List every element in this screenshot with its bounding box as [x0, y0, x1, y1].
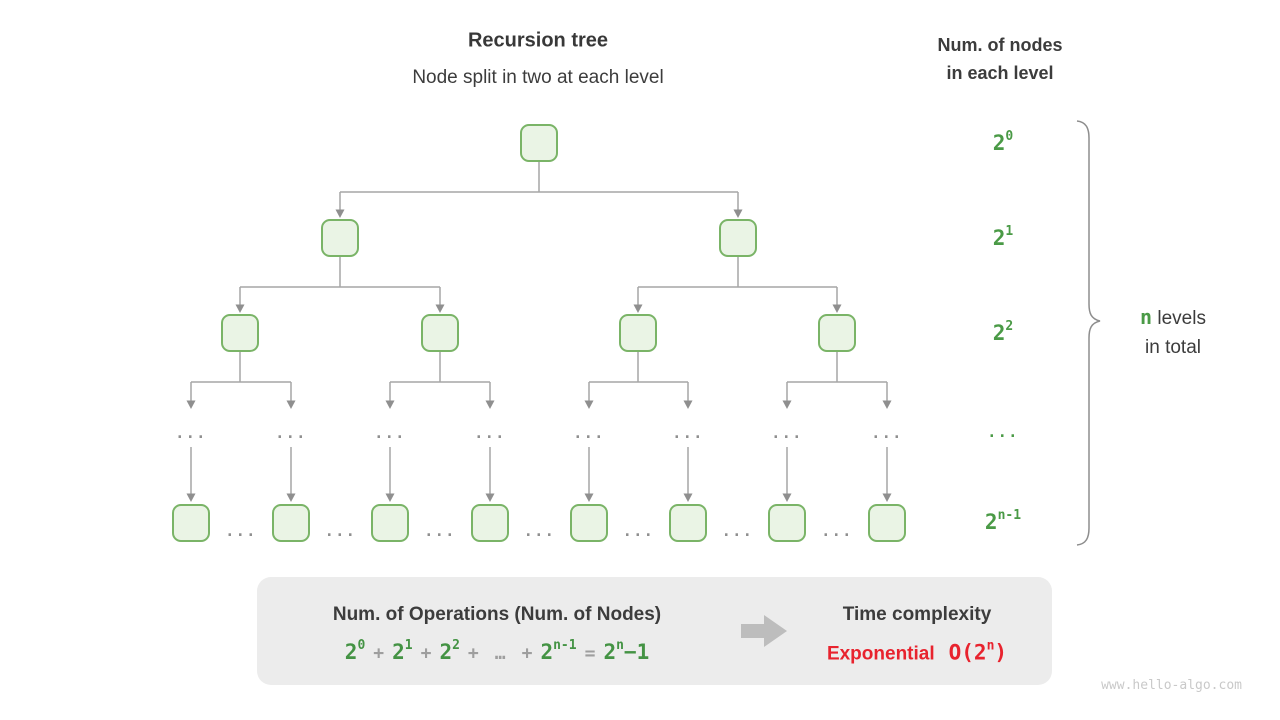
tree-node [768, 504, 806, 542]
tree-node [172, 504, 210, 542]
result-term: 2n−1 [603, 638, 650, 664]
term-2-1: 21 [392, 638, 413, 664]
operations-formula: 20+21+22+…+2n-1=2n−1 [344, 638, 650, 664]
level-label-2-n-1: 2n-1 [984, 508, 1022, 534]
diagram-subtitle: Node split in two at each level [412, 67, 664, 88]
tree-node [471, 504, 509, 542]
ellipsis: ... [821, 522, 853, 540]
tree-node [619, 314, 657, 352]
level-label-2-0: 20 [992, 129, 1014, 155]
watermark: www.hello-algo.com [1101, 678, 1242, 693]
term-2-2: 22 [439, 638, 460, 664]
tree-node [818, 314, 856, 352]
tree-node [719, 219, 757, 257]
tree-node [520, 124, 558, 162]
time-complexity-title: Time complexity [842, 604, 992, 625]
diagram-title: Recursion tree [467, 29, 609, 52]
summary-box: Num. of Operations (Num. of Nodes) 20+21… [257, 577, 1052, 685]
level-label-ellipsis: ... [987, 423, 1019, 441]
right-arrow-icon [741, 615, 787, 647]
term-2-n-1: 2n-1 [540, 638, 577, 664]
levels-in-total-label: n levels in total [1140, 305, 1206, 358]
ellipsis: ... [622, 522, 655, 540]
tree-node [421, 314, 459, 352]
term-2-0: 20 [344, 638, 366, 664]
operations-title: Num. of Operations (Num. of Nodes) [332, 604, 662, 625]
nodes-per-level-header-line1: Num. of nodes [937, 35, 1063, 55]
nodes-per-level-header: Num. of nodes in each level [938, 31, 1063, 87]
complexity-value: Exponential O(2n) [826, 638, 1008, 666]
ellipsis: ... [474, 424, 506, 442]
tree-node [371, 504, 409, 542]
tree-node [321, 219, 359, 257]
ellipsis: ... [324, 522, 357, 540]
ellipsis: ... [672, 424, 704, 442]
tree-node [669, 504, 707, 542]
complexity-name: Exponential [826, 643, 935, 665]
big-o-notation: O(2n) [948, 638, 1008, 665]
ellipsis: ... [225, 522, 257, 540]
ellipsis: ... [275, 424, 307, 442]
tree-node [868, 504, 906, 542]
ellipsis: ... [523, 522, 556, 540]
level-label-2-2: 22 [992, 319, 1014, 345]
level-label-2-1: 21 [992, 224, 1014, 250]
n-symbol: n [1140, 305, 1153, 329]
ellipsis: ... [424, 522, 456, 540]
ellipsis: ... [871, 424, 903, 442]
ellipsis: ... [721, 522, 754, 540]
tree-node [221, 314, 259, 352]
ellipsis: ... [771, 424, 803, 442]
tree-node [272, 504, 310, 542]
tree-node [570, 504, 608, 542]
ellipsis: ... [175, 424, 207, 442]
nodes-per-level-header-line2: in each level [946, 63, 1054, 83]
ellipsis: ... [573, 424, 605, 442]
ellipsis: ... [374, 424, 406, 442]
